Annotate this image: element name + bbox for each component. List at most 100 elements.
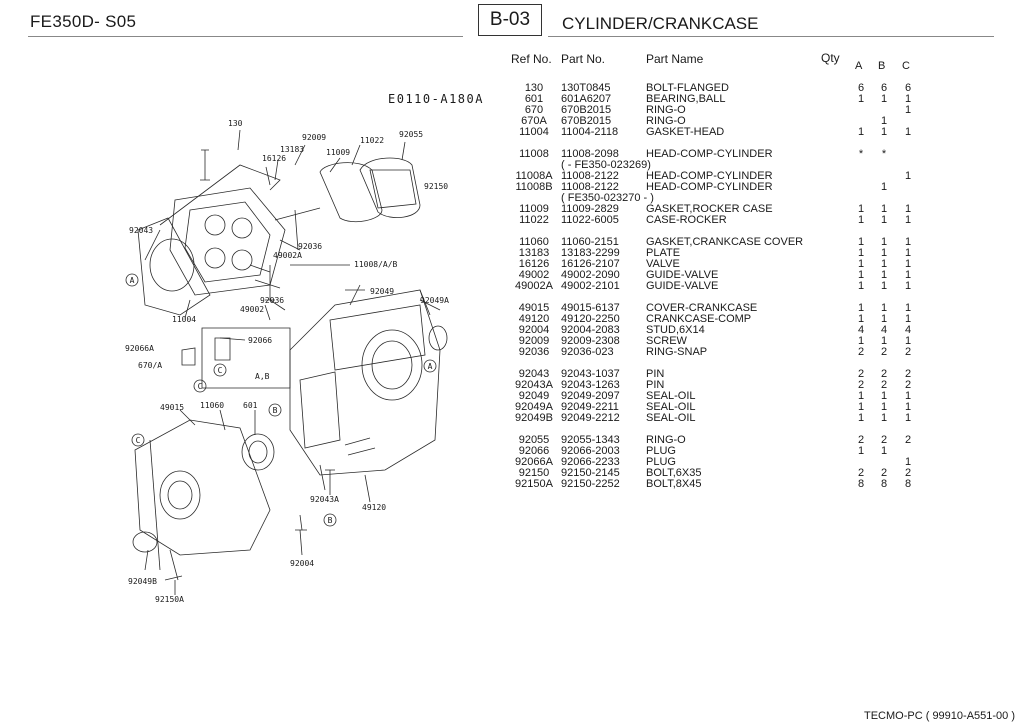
qty-a: 2 bbox=[857, 434, 865, 446]
part-no: 49120-2250 bbox=[561, 313, 620, 325]
marker-c-box: C bbox=[218, 366, 223, 375]
qty-b: 6 bbox=[880, 82, 888, 94]
diagram-callouts: 130 92009 11022 92055 13183 16126 11009 … bbox=[125, 119, 449, 604]
qty-b: 1 bbox=[880, 390, 888, 402]
table-row: ( FE350-023270 - ) bbox=[512, 193, 912, 204]
qty-b: 1 bbox=[880, 236, 888, 248]
qty-c: 1 bbox=[904, 412, 912, 424]
qty-b: 4 bbox=[880, 324, 888, 336]
callout-label: 92066A bbox=[125, 344, 154, 353]
callout-label: 92066 bbox=[248, 336, 272, 345]
callout-label: 92004 bbox=[290, 559, 314, 568]
callout-label: 11022 bbox=[360, 136, 384, 145]
ref-no: 92049B bbox=[515, 412, 553, 424]
callout-label: 92036 bbox=[260, 296, 284, 305]
qty-c: 6 bbox=[904, 82, 912, 94]
callout-label: 92049 bbox=[370, 287, 394, 296]
callout-label: 130 bbox=[228, 119, 243, 128]
col-c-header: C bbox=[902, 60, 910, 72]
qty-a: 1 bbox=[857, 214, 865, 226]
qty-b: * bbox=[881, 148, 887, 160]
ref-no: 92009 bbox=[518, 335, 550, 347]
table-row: 11008B 11008-2122 HEAD-COMP-CYLINDER 1 bbox=[512, 182, 912, 193]
qty-a: 1 bbox=[857, 258, 865, 270]
part-name: COVER-CRANKCASE bbox=[646, 302, 758, 314]
part-no: 92049-2097 bbox=[561, 390, 620, 402]
part-no: 11022-6005 bbox=[561, 214, 619, 226]
qty-a: 1 bbox=[857, 313, 865, 325]
qty-a: 8 bbox=[857, 478, 865, 490]
part-name: CASE-ROCKER bbox=[646, 214, 727, 226]
marker-c-low: C bbox=[198, 382, 203, 391]
part-name: CRANKCASE-COMP bbox=[646, 313, 752, 325]
part-name: GASKET,ROCKER CASE bbox=[646, 203, 773, 215]
footer-code: TECMO-PC ( 99910-A551-00 ) bbox=[864, 710, 1015, 722]
ref-no: 92043A bbox=[515, 379, 553, 391]
qty-c: 1 bbox=[904, 313, 912, 325]
part-no: 92004-2083 bbox=[561, 324, 620, 336]
part-name: SEAL-OIL bbox=[646, 390, 696, 402]
callout-label: 92043A bbox=[310, 495, 339, 504]
part-no: 11008-2122 bbox=[561, 181, 619, 193]
part-no: 92049-2211 bbox=[561, 401, 619, 413]
callout-label: 92036 bbox=[298, 242, 322, 251]
callout-label: 92055 bbox=[399, 130, 423, 139]
diagram-marker-labels: A B C C C B A bbox=[130, 276, 433, 525]
qty-a: 1 bbox=[857, 401, 865, 413]
callout-label: 92043 bbox=[129, 226, 153, 235]
qty-c: 1 bbox=[904, 203, 912, 215]
col-part-header: Part No. bbox=[561, 52, 606, 66]
qty-b: 1 bbox=[880, 203, 888, 215]
table-row: ( - FE350-023269) bbox=[512, 160, 912, 171]
callout-label: 11008/A/B bbox=[354, 260, 398, 269]
col-name-header: Part Name bbox=[646, 52, 704, 66]
qty-a: 6 bbox=[857, 82, 865, 94]
qty-a: 1 bbox=[857, 280, 865, 292]
part-name: GASKET-HEAD bbox=[646, 126, 725, 138]
part-no: 92036-023 bbox=[561, 346, 614, 358]
ref-no: 601 bbox=[524, 93, 544, 105]
callout-label: 92150 bbox=[424, 182, 448, 191]
qty-a: 1 bbox=[857, 247, 865, 259]
part-name: HEAD-COMP-CYLINDER bbox=[646, 181, 773, 193]
ref-no: 49015 bbox=[518, 302, 550, 314]
qty-a: 2 bbox=[857, 467, 865, 479]
part-name: SCREW bbox=[646, 335, 687, 347]
part-name: RING-O bbox=[646, 434, 686, 446]
ref-no: 11008B bbox=[515, 181, 553, 193]
part-no: 11008-2122 bbox=[561, 170, 619, 182]
qty-b: 1 bbox=[880, 269, 888, 281]
qty-b: 1 bbox=[880, 302, 888, 314]
qty-c: 1 bbox=[904, 269, 912, 281]
ref-no: 11004 bbox=[519, 126, 549, 138]
qty-b: 1 bbox=[880, 445, 888, 457]
part-no: 11060-2151 bbox=[561, 236, 619, 248]
callout-label: 92049A bbox=[420, 296, 449, 305]
part-no: 92055-1343 bbox=[561, 434, 620, 446]
qty-c: 1 bbox=[904, 93, 912, 105]
part-no: 92066-2233 bbox=[561, 456, 620, 468]
ref-no: 92049 bbox=[518, 390, 550, 402]
qty-b: 1 bbox=[880, 115, 888, 127]
ref-no: 49120 bbox=[518, 313, 550, 325]
callout-label: 13183 bbox=[280, 145, 304, 154]
qty-b: 1 bbox=[880, 181, 888, 193]
qty-a: 1 bbox=[857, 203, 865, 215]
part-no: 92066-2003 bbox=[561, 445, 620, 457]
qty-a: 1 bbox=[857, 126, 865, 138]
marker-a-left: A bbox=[130, 276, 135, 285]
